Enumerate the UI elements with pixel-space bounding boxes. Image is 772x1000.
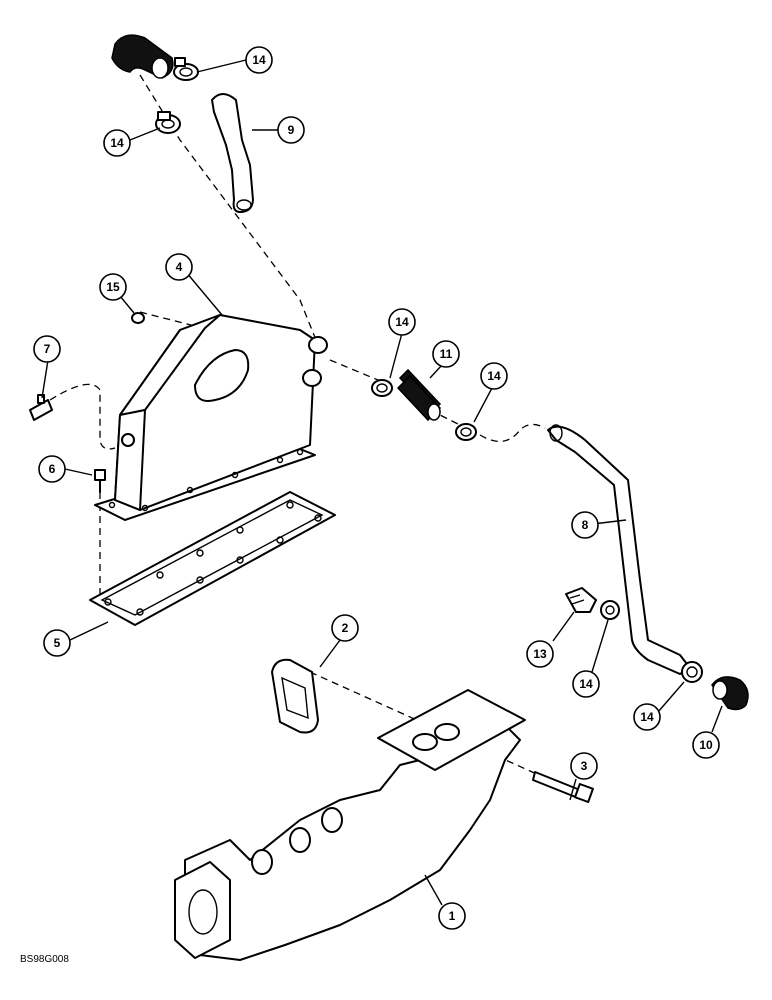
bolt-part-3 [532, 771, 594, 803]
callout-13: 13 [526, 640, 554, 668]
svg-text:7: 7 [44, 342, 51, 356]
callout-11: 11 [432, 340, 460, 368]
svg-text:13: 13 [533, 647, 547, 661]
bolt-part-6 [94, 469, 106, 493]
svg-text:1: 1 [449, 909, 456, 923]
callout-14-top-left: 14 [103, 129, 131, 157]
callout-6: 6 [38, 455, 66, 483]
callout-9: 9 [277, 116, 305, 144]
callout-3: 3 [570, 752, 598, 780]
upper-hose-elbow [111, 34, 174, 79]
gasket-part-5 [89, 491, 336, 626]
svg-text:14: 14 [252, 53, 266, 67]
svg-text:11: 11 [440, 347, 453, 361]
svg-text:5: 5 [54, 636, 61, 650]
callout-4: 4 [165, 253, 193, 281]
svg-text:15: 15 [106, 280, 120, 294]
gasket-part-2 [271, 658, 319, 734]
callout-8: 8 [571, 511, 599, 539]
hose-end-part-10 [711, 676, 749, 711]
svg-text:14: 14 [640, 710, 654, 724]
hose-clamp-mid-left [371, 379, 393, 397]
callout-14-lower-middle: 14 [572, 670, 600, 698]
svg-text:14: 14 [110, 136, 124, 150]
hose-clamp-mid-right [455, 423, 477, 441]
svg-text:14: 14 [579, 677, 593, 691]
callout-10: 10 [692, 731, 720, 759]
svg-text:3: 3 [581, 759, 588, 773]
hose-clamp-lower-right [681, 661, 703, 683]
svg-text:14: 14 [395, 315, 409, 329]
callout-2: 2 [331, 614, 359, 642]
svg-text:10: 10 [699, 738, 713, 752]
hose-sleeve-part-11 [396, 368, 442, 422]
svg-text:2: 2 [342, 621, 349, 635]
long-pipe-part-8 [547, 424, 691, 675]
svg-text:8: 8 [582, 518, 589, 532]
hose-clamp-top-left [155, 111, 181, 134]
callout-5: 5 [43, 629, 71, 657]
svg-text:9: 9 [288, 123, 295, 137]
svg-text:14: 14 [487, 369, 501, 383]
fitting-part-13 [565, 587, 597, 613]
plug-part-15 [131, 312, 145, 324]
housing-part-4 [94, 314, 328, 521]
callout-14-lower-right: 14 [633, 703, 661, 731]
drain-cock-part-7 [29, 394, 53, 421]
callout-1: 1 [438, 902, 466, 930]
svg-text:6: 6 [49, 462, 56, 476]
svg-text:4: 4 [176, 260, 183, 274]
callout-14-mid-left: 14 [388, 308, 416, 336]
figure-code: BS98G008 [20, 954, 69, 965]
callout-14-mid-right: 14 [480, 362, 508, 390]
bent-tube-part-9 [211, 93, 254, 213]
hose-clamp-lower-middle [600, 600, 620, 620]
callout-14-top-right: 14 [245, 46, 273, 74]
exhaust-manifold-part-1 [174, 689, 526, 961]
leader-lines [41, 59, 723, 906]
hose-clamp-top-right [173, 57, 199, 81]
callout-7: 7 [33, 335, 61, 363]
callout-15: 15 [99, 273, 127, 301]
